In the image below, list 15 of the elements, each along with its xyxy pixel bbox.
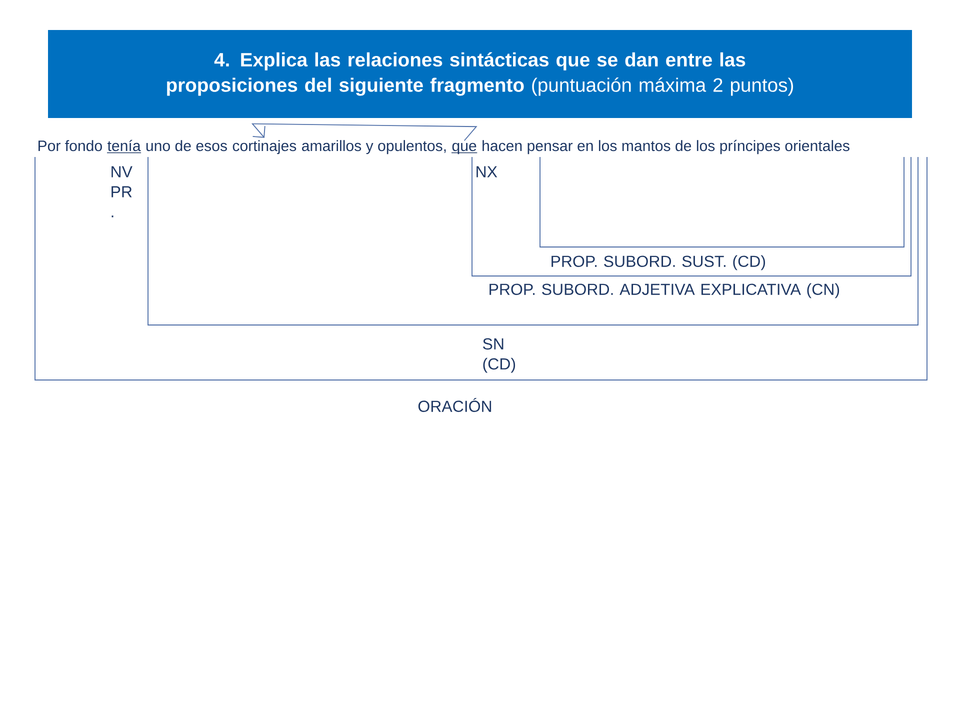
- sentence-word: que: [452, 142, 476, 154]
- bracket-label: ORACIÓN: [418, 398, 492, 412]
- sentence-word: tenía: [108, 140, 141, 152]
- title-banner: 4. Explica las relaciones sintácticas que se dan entre las proposiciones del siguiente fragmento (puntuación máxima 2 puntos): [48, 30, 912, 118]
- bracket-label: PROP. SUBORD. ADJETIVA EXPLICATIVA (CN): [490, 283, 840, 298]
- bracket-label: SN (CD): [483, 338, 516, 373]
- sentence-word: Por fondo: [38, 140, 102, 152]
- bracket-label: PROP. SUBORD. SUST. (CD): [552, 255, 765, 270]
- label: NV PR .: [112, 166, 132, 218]
- arrow: [251, 123, 478, 142]
- sentence-word: hacen pensar en los mantos de los príncipes orientales: [482, 140, 850, 154]
- sentence-word: uno de esos: [146, 140, 227, 152]
- sentence-word: amarillos y opulentos,: [302, 140, 446, 154]
- sentence-word: cortinajes: [232, 140, 296, 154]
- label: NX: [476, 166, 498, 178]
